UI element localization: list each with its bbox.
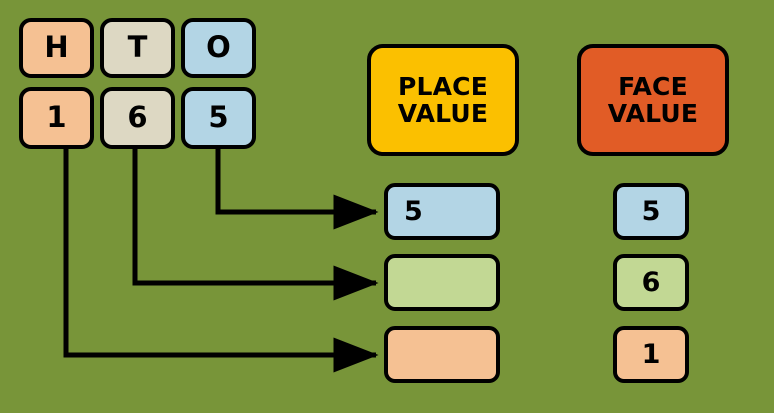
place-value-cell-tens[interactable]	[384, 254, 500, 311]
digit-cell-tens[interactable]: 6	[100, 87, 175, 149]
face-value-header-line2: VALUE	[607, 99, 699, 128]
place-value-cell-ones[interactable]: 5	[384, 183, 500, 240]
digit-value-ones: 5	[208, 100, 229, 135]
header-label-ones: O	[206, 30, 231, 65]
digit-value-hundreds: 1	[46, 100, 67, 135]
place-value-cell-hundreds[interactable]	[384, 326, 500, 383]
face-value-cell-ones-value: 5	[641, 195, 661, 227]
header-cell-ones: O	[181, 18, 256, 78]
header-label-hundreds: H	[44, 30, 69, 65]
digit-value-tens: 6	[127, 100, 148, 135]
place-value-header: PLACE VALUE	[367, 44, 519, 156]
connector-hundreds-to-place-value	[63, 148, 379, 373]
face-value-cell-hundreds[interactable]: 1	[613, 326, 689, 383]
face-value-cell-tens[interactable]: 6	[613, 254, 689, 311]
face-value-cell-ones[interactable]: 5	[613, 183, 689, 240]
place-value-cell-ones-value: 5	[404, 195, 423, 227]
face-value-cell-hundreds-value: 1	[641, 338, 661, 370]
place-value-header-line1: PLACE	[397, 72, 489, 101]
connector-ones-to-place-value	[215, 148, 379, 230]
header-label-tens: T	[127, 30, 148, 65]
face-value-cell-tens-value: 6	[641, 266, 661, 298]
header-cell-hundreds: H	[19, 18, 94, 78]
place-value-header-line2: VALUE	[397, 99, 489, 128]
face-value-header: FACE VALUE	[577, 44, 729, 156]
face-value-header-line1: FACE	[618, 72, 688, 101]
digit-cell-ones[interactable]: 5	[181, 87, 256, 149]
connector-tens-to-place-value	[132, 148, 379, 301]
header-cell-tens: T	[100, 18, 175, 78]
digit-cell-hundreds[interactable]: 1	[19, 87, 94, 149]
